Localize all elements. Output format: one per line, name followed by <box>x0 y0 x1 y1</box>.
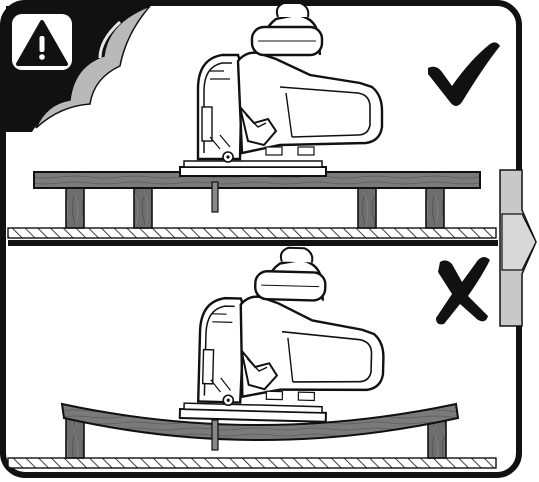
cross-mark-icon <box>436 257 490 325</box>
saw-blade <box>211 181 219 213</box>
warning-triangle-icon <box>12 14 72 70</box>
support-block <box>425 187 445 229</box>
support-block <box>65 187 85 229</box>
check-mark-icon <box>428 42 500 106</box>
support-block <box>133 187 153 229</box>
workpiece-bent <box>60 402 460 441</box>
floor-top <box>7 227 497 239</box>
saw-blade <box>211 419 219 451</box>
panel-divider <box>8 240 498 246</box>
arrow-right-icon[interactable] <box>499 169 537 327</box>
panel-correct <box>7 1 497 239</box>
floor-bottom <box>7 457 497 469</box>
support-block <box>65 417 85 459</box>
support-block <box>357 187 377 229</box>
panel-incorrect <box>7 243 497 469</box>
